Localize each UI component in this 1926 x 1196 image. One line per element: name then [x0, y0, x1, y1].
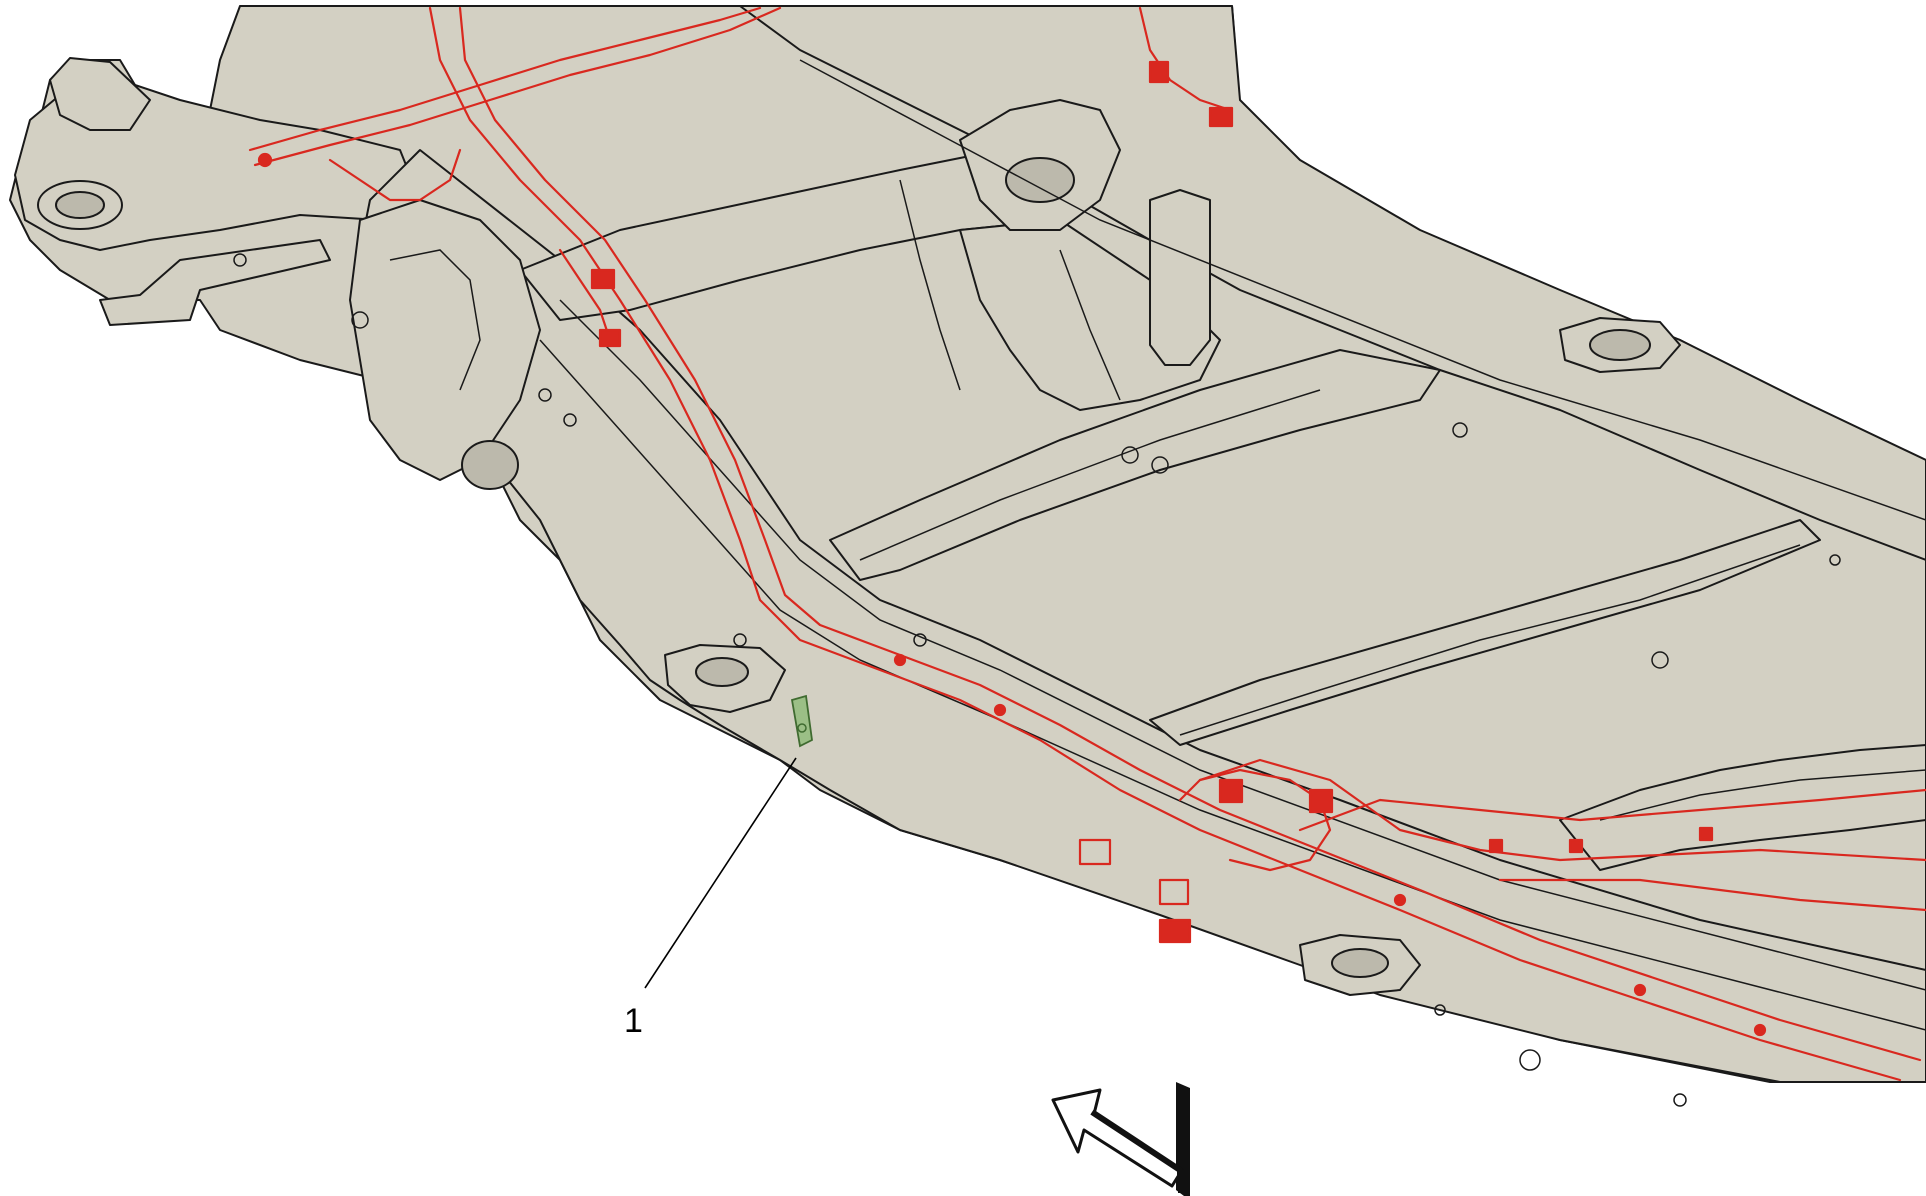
bolt-hole: [233, 253, 247, 267]
view-direction-arrow-icon: [1051, 1082, 1190, 1196]
harness-connector: [1208, 106, 1234, 128]
control-arm-bushing: [1005, 157, 1075, 203]
harness-main-trunk-b: [458, 6, 1922, 1062]
harness-connector: [1218, 778, 1244, 804]
harness-main-trunk-a: [428, 6, 1902, 1082]
bolt-hole: [1651, 651, 1669, 669]
ground-strap-body: [790, 694, 813, 748]
callout-leader-line: [644, 757, 797, 989]
bracket-outline-b: [1059, 249, 1121, 401]
bolt-hole: [1452, 422, 1468, 438]
bolt-hole: [1434, 1004, 1446, 1016]
frame-assembly: [9, 5, 1926, 1083]
suspension-bushing-left: [461, 440, 519, 490]
kickup-detail: [1599, 769, 1926, 821]
wiring-harness: [248, 6, 1926, 1082]
harness-connector: [590, 268, 616, 290]
ground-strap: [790, 694, 813, 748]
bolt-hole: [538, 388, 552, 402]
bolt-hole: [1673, 1093, 1687, 1107]
spring-pocket-left-inner: [55, 191, 105, 219]
harness-rear-branch-b: [1298, 788, 1926, 832]
harness-front-drop: [558, 248, 612, 342]
crossmember-rear: [1149, 519, 1821, 746]
harness-clip: [893, 653, 907, 667]
front-mount-left: [49, 57, 151, 131]
harness-connector: [1078, 838, 1112, 866]
central-support: [959, 219, 1221, 411]
ground-strap-bolt: [797, 723, 807, 733]
body-mount-hole-left-rear: [1331, 948, 1389, 978]
bolt-hole: [1829, 554, 1841, 566]
bolt-hole: [563, 413, 577, 427]
callout-label: 1: [624, 1002, 643, 1040]
harness-clip: [993, 703, 1007, 717]
bolt-hole: [913, 633, 927, 647]
harness-clip: [1753, 1023, 1767, 1037]
harness-connector: [1308, 788, 1334, 814]
harness-rear-branch-a: [1198, 758, 1926, 862]
harness-clip: [257, 152, 273, 168]
left-bracket-detail: [389, 249, 481, 391]
crossmember-edge-mid: [859, 389, 1321, 561]
harness-clip: [1393, 893, 1407, 907]
harness-upper-cross: [248, 6, 762, 152]
harness-connector: [1698, 826, 1714, 842]
arrow-body: [1051, 1088, 1184, 1188]
right-rail-edge: [799, 59, 1926, 521]
bolt-hole: [1519, 1049, 1541, 1071]
body-mount-hole-left-mid: [695, 657, 749, 687]
bolt-hole: [1121, 446, 1139, 464]
harness-connector: [1568, 838, 1584, 854]
harness-connector: [1158, 878, 1190, 906]
harness-connector: [1158, 918, 1192, 944]
callout-1: 1: [624, 757, 797, 1040]
rear-spring-pocket-right: [1589, 329, 1651, 361]
harness-right-branch: [1138, 6, 1232, 112]
lower-bracket-left: [99, 239, 331, 326]
harness-front-loop: [328, 148, 462, 202]
crossmember-edge-rear: [1179, 544, 1801, 736]
bolt-hole: [1151, 456, 1169, 474]
harness-upper-cross-b: [253, 6, 782, 167]
bolt-hole: [733, 633, 747, 647]
harness-connector: [598, 328, 622, 348]
shock-tower: [1149, 189, 1211, 366]
bracket-outline-a: [899, 179, 961, 391]
harness-connector: [1488, 838, 1504, 854]
frame-details: [233, 59, 1926, 1107]
bolt-hole: [351, 311, 369, 329]
arrow-thick-edge: [1090, 1109, 1183, 1193]
harness-clip: [1633, 983, 1647, 997]
harness-rear-branch-c: [1498, 878, 1926, 912]
crossmember-middle: [829, 349, 1441, 581]
rail-edge-upper: [559, 299, 1926, 991]
harness-connector: [1148, 60, 1170, 84]
rail-edge-lower: [539, 339, 1926, 1031]
